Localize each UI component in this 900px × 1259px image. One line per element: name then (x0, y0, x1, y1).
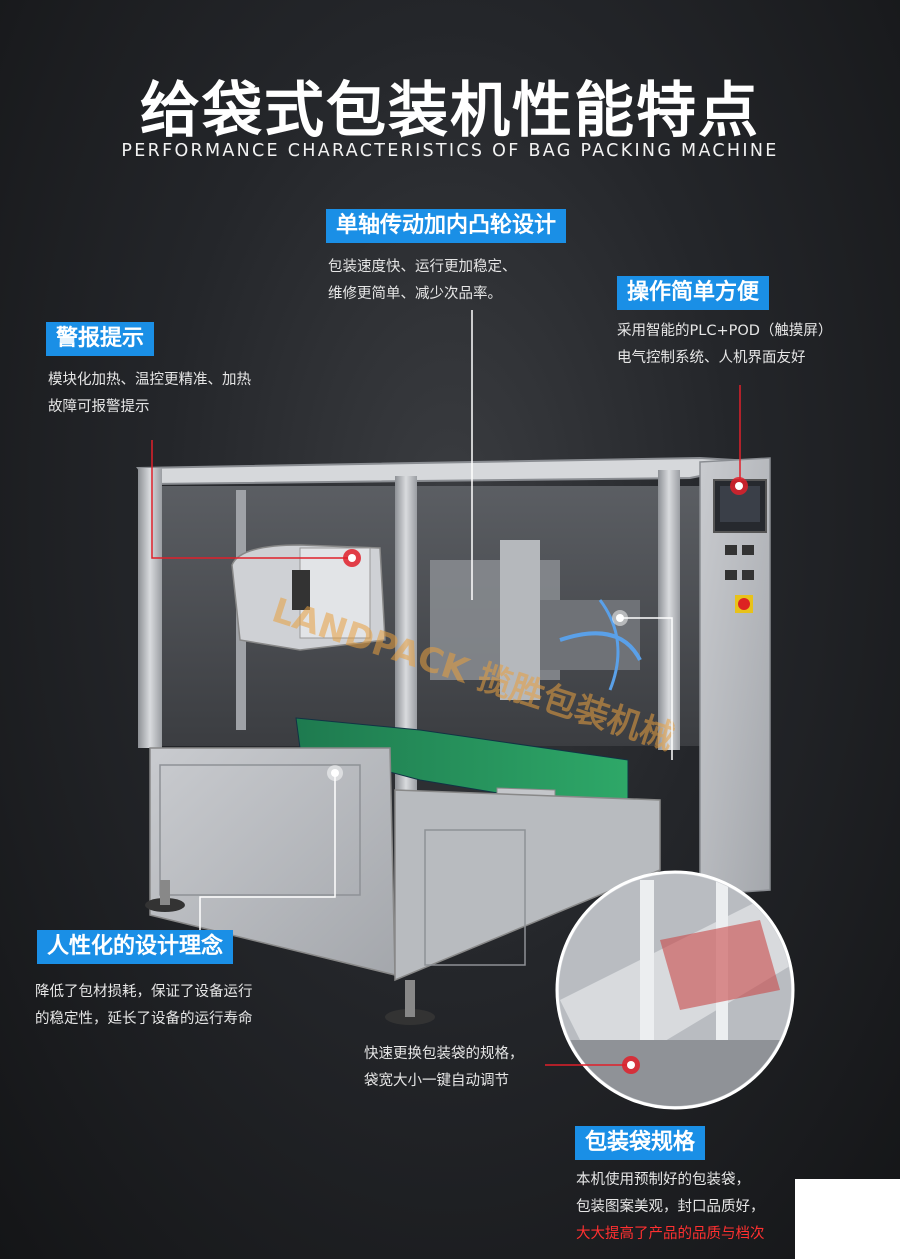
desc-line: 袋宽大小一键自动调节 (364, 1073, 509, 1089)
desc-line: 降低了包材损耗，保证了设备运行 (35, 984, 253, 1000)
tag-operation: 操作简单方便 (617, 276, 770, 310)
desc-line: 快速更换包装袋的规格， (364, 1046, 524, 1062)
desc-alarm: 模块化加热、温控更精准、加热 故障可报警提示 (48, 367, 251, 421)
corner-patch (795, 1179, 900, 1259)
page-subtitle: PERFORMANCE CHARACTERISTICS OF BAG PACKI… (121, 141, 779, 161)
desc-line: 包装图案美观，封口品质好， (576, 1199, 765, 1215)
desc-line: 维修更简单、减少次品率。 (328, 286, 502, 302)
desc-line: 包装速度快、运行更加稳定、 (328, 259, 517, 275)
desc-humanized: 降低了包材损耗，保证了设备运行 的稳定性，延长了设备的运行寿命 (35, 979, 253, 1033)
desc-line: 的稳定性，延长了设备的运行寿命 (35, 1011, 253, 1027)
tag-single-axis: 单轴传动加内凸轮设计 (326, 209, 567, 243)
desc-line: 故障可报警提示 (48, 399, 150, 415)
desc-line: 采用智能的PLC+POD（触摸屏） (617, 323, 833, 339)
desc-line: 电气控制系统、人机界面友好 (617, 350, 806, 366)
desc-operation: 采用智能的PLC+POD（触摸屏） 电气控制系统、人机界面友好 (617, 318, 832, 372)
desc-quick-change: 快速更换包装袋的规格， 袋宽大小一键自动调节 (364, 1041, 524, 1095)
tag-humanized: 人性化的设计理念 (37, 930, 234, 964)
desc-single-axis: 包装速度快、运行更加稳定、 维修更简单、减少次品率。 (328, 254, 517, 308)
desc-line: 模块化加热、温控更精准、加热 (48, 372, 251, 388)
page-title: 给袋式包装机性能特点 (140, 76, 760, 146)
desc-highlight: 大大提高了产品的品质与档次 (576, 1226, 765, 1242)
tag-alarm: 警报提示 (46, 322, 155, 356)
desc-line: 本机使用预制好的包装袋， (576, 1172, 750, 1188)
tag-bag-spec: 包装袋规格 (575, 1126, 706, 1160)
pointer-dots (327, 477, 748, 1074)
desc-bag-spec: 本机使用预制好的包装袋， 包装图案美观，封口品质好， 大大提高了产品的品质与档次 (576, 1167, 765, 1248)
